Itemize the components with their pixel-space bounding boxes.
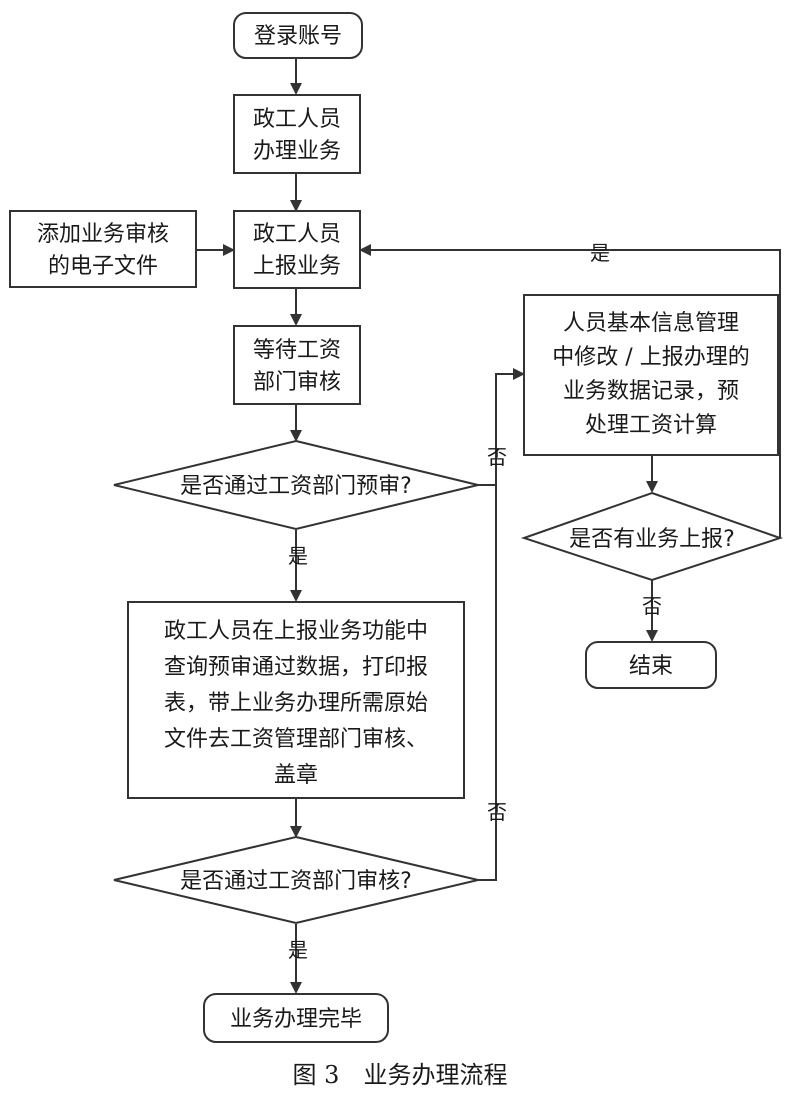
node-login: 登录账号 bbox=[233, 12, 363, 59]
edge-precheck-modify bbox=[478, 368, 525, 486]
node-print-line-1: 政工人员在上报业务功能中 bbox=[164, 619, 428, 644]
node-report-line-2: 上报业务 bbox=[253, 254, 341, 279]
node-done: 业务办理完毕 bbox=[203, 993, 389, 1043]
node-handle-line-1: 政工人员 bbox=[253, 107, 341, 132]
edges bbox=[196, 58, 781, 994]
label-yes-loop: 是 bbox=[590, 241, 610, 265]
node-attach-line-1: 添加业务审核 bbox=[37, 222, 169, 247]
node-print-line-3: 表，带上业务办理所需原始 bbox=[164, 691, 428, 716]
node-login-text: 登录账号 bbox=[254, 24, 342, 49]
node-end-text: 结束 bbox=[629, 654, 673, 679]
node-end: 结束 bbox=[585, 641, 717, 689]
node-print: 政工人员在上报业务功能中 查询预审通过数据，打印报 表，带上业务办理所需原始 文… bbox=[127, 601, 465, 799]
node-modify-line-4: 处理工资计算 bbox=[585, 413, 717, 438]
node-attach: 添加业务审核 的电子文件 bbox=[9, 210, 197, 288]
node-report-line-1: 政工人员 bbox=[253, 222, 341, 247]
figure-caption: 图 3 业务办理流程 bbox=[293, 1061, 508, 1089]
node-done-text: 业务办理完毕 bbox=[230, 1007, 362, 1032]
label-no-finalcheck: 否 bbox=[487, 800, 507, 824]
node-modify: 人员基本信息管理 中修改 / 上报办理的 业务数据记录，预 处理工资计算 bbox=[523, 294, 779, 456]
node-more: 是否有业务上报? bbox=[520, 491, 784, 582]
node-print-line-5: 盖章 bbox=[274, 763, 318, 788]
node-modify-line-2: 中修改 / 上报办理的 bbox=[552, 345, 749, 370]
node-attach-line-2: 的电子文件 bbox=[48, 254, 158, 279]
node-print-line-4: 文件去工资管理部门审核、 bbox=[164, 727, 428, 752]
node-report: 政工人员 上报业务 bbox=[233, 210, 361, 289]
edge-finalcheck-modify bbox=[478, 485, 497, 881]
node-print-line-2: 查询预审通过数据，打印报 bbox=[164, 655, 428, 680]
node-pre-check-text: 是否通过工资部门预审? bbox=[180, 474, 412, 499]
node-wait: 等待工资 部门审核 bbox=[233, 325, 361, 405]
node-final-check-text: 是否通过工资部门审核? bbox=[180, 869, 412, 894]
label-yes-finalcheck: 是 bbox=[288, 938, 308, 962]
node-modify-line-1: 人员基本信息管理 bbox=[563, 311, 739, 336]
node-handle: 政工人员 办理业务 bbox=[233, 94, 361, 174]
edge-more-report bbox=[359, 244, 781, 538]
node-final-check: 是否通过工资部门审核? bbox=[113, 835, 479, 925]
node-more-text: 是否有业务上报? bbox=[569, 527, 735, 552]
node-wait-line-2: 部门审核 bbox=[253, 370, 341, 395]
node-pre-check: 是否通过工资部门预审? bbox=[113, 439, 479, 531]
label-no-precheck: 否 bbox=[487, 445, 507, 469]
node-handle-line-2: 办理业务 bbox=[253, 139, 341, 164]
label-yes-precheck: 是 bbox=[288, 544, 308, 568]
node-wait-line-1: 等待工资 bbox=[253, 338, 341, 363]
node-modify-line-3: 业务数据记录，预 bbox=[563, 379, 739, 404]
label-no-more: 否 bbox=[642, 594, 662, 618]
